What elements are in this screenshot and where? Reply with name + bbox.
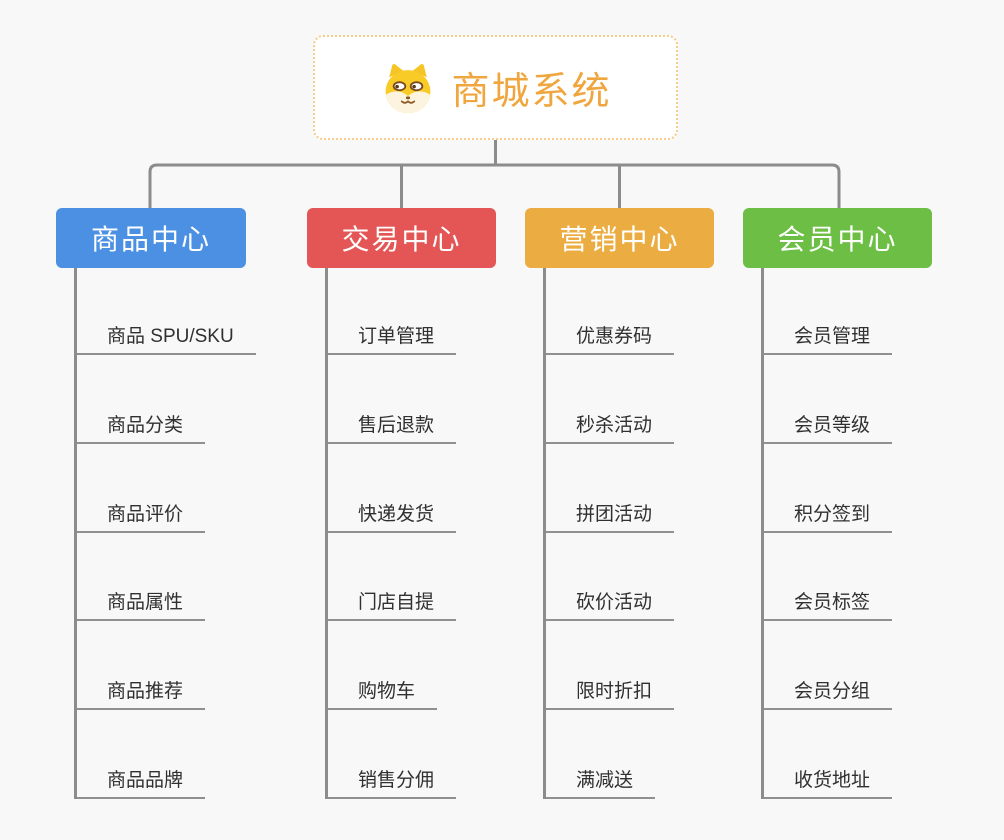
subtopic-node[interactable]: 会员标签: [764, 587, 893, 622]
branch: 营销中心优惠券码秒杀活动拼团活动砍价活动限时折扣满减送: [525, 208, 714, 799]
topic-item: 快递发货: [328, 444, 457, 533]
subtopic-node[interactable]: 商品分类: [77, 410, 206, 444]
topic-item: 商品推荐: [77, 621, 256, 711]
branch-node[interactable]: 营销中心: [525, 208, 714, 268]
subtopic-node[interactable]: 商品属性: [77, 587, 206, 622]
subtopic-node[interactable]: 购物车: [328, 676, 438, 711]
subtopic-node[interactable]: 积分签到: [764, 499, 893, 533]
subtopic-node[interactable]: 砍价活动: [546, 587, 675, 622]
topic-item: 会员标签: [764, 533, 893, 622]
topic-item: 商品 SPU/SKU: [77, 268, 256, 355]
topic-item: 商品品牌: [77, 710, 256, 799]
subtopic-node[interactable]: 会员管理: [764, 321, 893, 355]
topic-item: 销售分佣: [328, 710, 457, 799]
branch-items: 会员管理会员等级积分签到会员标签会员分组收货地址: [761, 268, 893, 799]
branch-node-label: 营销中心: [559, 224, 680, 255]
topic-item: 满减送: [546, 710, 674, 799]
branch-node[interactable]: 会员中心: [743, 208, 932, 268]
topic-item: 商品评价: [77, 444, 256, 533]
root-node-title: 商城系统: [451, 71, 612, 113]
topic-item: 拼团活动: [546, 444, 675, 533]
topic-item: 积分签到: [764, 444, 893, 533]
topic-item: 会员管理: [764, 268, 893, 355]
topic-item: 秒杀活动: [546, 355, 675, 444]
branch: 商品中心商品 SPU/SKU 商品分类商品评价商品属性商品推荐商品品牌: [56, 208, 256, 799]
subtopic-node[interactable]: 限时折扣: [546, 676, 675, 711]
root-node[interactable]: 商城系统: [313, 35, 678, 140]
branch: 交易中心订单管理售后退款快递发货门店自提购物车销售分佣: [307, 208, 496, 799]
topic-item: 优惠券码: [546, 268, 675, 355]
topic-item: 商品分类: [77, 355, 256, 444]
topic-item: 商品属性: [77, 533, 256, 622]
branch-node-label: 会员中心: [777, 224, 898, 255]
subtopic-node[interactable]: 门店自提: [328, 587, 457, 622]
topic-item: 订单管理: [328, 268, 457, 355]
subtopic-node[interactable]: 优惠券码: [546, 321, 675, 355]
subtopic-node[interactable]: 秒杀活动: [546, 410, 675, 444]
branch-node-label: 交易中心: [341, 224, 462, 255]
branch: 会员中心会员管理会员等级积分签到会员标签会员分组收货地址: [743, 208, 932, 799]
branch-items: 优惠券码秒杀活动拼团活动砍价活动限时折扣满减送: [543, 268, 675, 799]
subtopic-node[interactable]: 售后退款: [328, 410, 457, 444]
subtopic-node[interactable]: 商品推荐: [77, 676, 206, 711]
subtopic-node[interactable]: 收货地址: [764, 765, 893, 799]
branch-items: 订单管理售后退款快递发货门店自提购物车销售分佣: [325, 268, 457, 799]
branch-node[interactable]: 商品中心: [56, 208, 246, 268]
topic-item: 限时折扣: [546, 621, 675, 711]
branch-node-label: 商品中心: [90, 224, 211, 255]
subtopic-node[interactable]: 商品品牌: [77, 765, 206, 799]
subtopic-node[interactable]: 快递发货: [328, 499, 457, 533]
topic-item: 购物车: [328, 621, 456, 711]
topic-item: 收货地址: [764, 710, 893, 799]
topic-item: 会员等级: [764, 355, 893, 444]
topic-item: 门店自提: [328, 533, 457, 622]
topic-item: 售后退款: [328, 355, 457, 444]
branch-items: 商品 SPU/SKU 商品分类商品评价商品属性商品推荐商品品牌: [74, 268, 256, 799]
subtopic-node[interactable]: 会员分组: [764, 676, 893, 711]
topic-item: 砍价活动: [546, 533, 675, 622]
subtopic-node[interactable]: 商品 SPU/SKU: [77, 321, 256, 355]
subtopic-node[interactable]: 拼团活动: [546, 499, 675, 533]
topic-item: 会员分组: [764, 621, 893, 711]
subtopic-node[interactable]: 销售分佣: [328, 765, 457, 799]
subtopic-node[interactable]: 商品评价: [77, 499, 206, 533]
subtopic-node[interactable]: 会员等级: [764, 410, 893, 444]
subtopic-node[interactable]: 订单管理: [328, 321, 457, 355]
subtopic-node[interactable]: 满减送: [546, 765, 656, 799]
dog-face-icon: [386, 63, 431, 113]
branch-node[interactable]: 交易中心: [307, 208, 496, 268]
